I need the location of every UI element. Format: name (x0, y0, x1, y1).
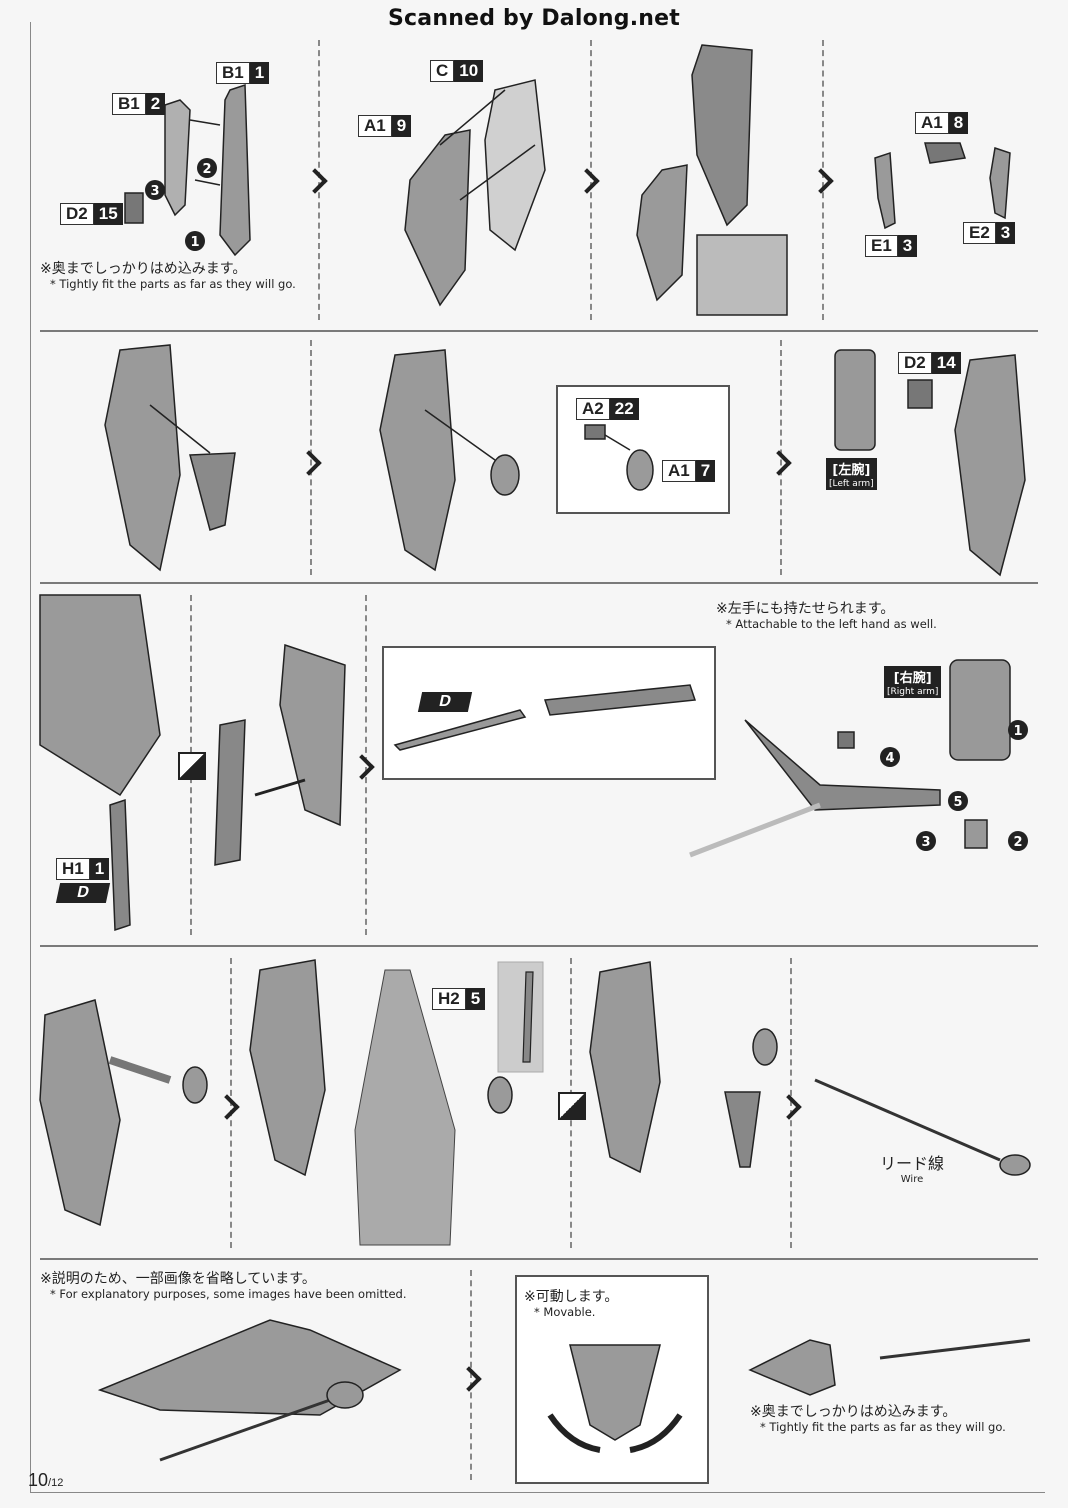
shield-frame-illustration (404, 79, 546, 307)
step-divider (780, 340, 782, 575)
clip-parts-illustration (874, 142, 1011, 230)
step-divider (310, 340, 312, 575)
step-divider (822, 40, 824, 320)
step-2-icon: 2 (1013, 835, 1022, 850)
section-divider (40, 945, 1038, 947)
page-frame (30, 22, 1045, 1493)
wire-illustration (814, 1078, 1031, 1176)
shield-side-illustration (39, 999, 208, 1227)
arm-shield-illustration (834, 349, 1026, 577)
detail-parts-illustration (584, 424, 654, 491)
step-divider (365, 595, 367, 935)
step-3-icon: 3 (921, 835, 930, 850)
step-divider (790, 958, 792, 1248)
movable-note: ※可動します。 * Movable. (524, 1289, 619, 1320)
step-divider (470, 1270, 472, 1480)
shield-detach-illustration (589, 961, 778, 1174)
shield-with-part-illustration (104, 344, 236, 572)
left-arm-label: [左腕] [Left arm] (826, 458, 877, 490)
shield-cloth-illustration (249, 959, 513, 1246)
tight-fit-note: ※奥までしっかりはめ込みます。 * Tightly fit the parts … (750, 1404, 1006, 1435)
step-5-icon: 5 (953, 795, 962, 810)
page-number: 10/12 (28, 1470, 64, 1490)
step-4-icon: 4 (885, 751, 894, 766)
shield-with-part-illustration (379, 349, 520, 572)
cloth-part-illustration (497, 961, 544, 1073)
scan-watermark: Scanned by Dalong.net (388, 6, 680, 31)
section-divider (40, 330, 1038, 332)
movable-part-illustration (547, 1344, 683, 1453)
connector-wire-illustration (748, 1338, 1031, 1396)
rail-parts-illustration (124, 83, 251, 257)
beam-part-d-tag: D (55, 883, 111, 903)
omitted-note: ※説明のため、一部画像を省略しています。 * For explanatory p… (40, 1271, 407, 1302)
wire-label: リード線 Wire (880, 1154, 945, 1185)
right-arm-label: [右腕] [Right arm] (884, 666, 942, 698)
tight-fit-note: ※奥までしっかりはめ込みます。 * Tightly fit the parts … (40, 261, 296, 292)
step-1-icon: 1 (190, 235, 199, 250)
hand-beam-illustration: 4 5 3 2 1 (689, 659, 1028, 858)
beam-saber-illustration (393, 684, 697, 751)
section-divider (40, 582, 1038, 584)
mount-illustration (214, 643, 346, 866)
swap-icon (558, 1092, 586, 1120)
step-divider (590, 40, 592, 320)
step-divider (318, 40, 320, 320)
swap-icon (178, 752, 206, 780)
step-1-icon: 1 (1013, 724, 1022, 739)
section-divider (40, 1258, 1038, 1260)
step-2-icon: 2 (202, 162, 211, 177)
shield-rear-illustration (39, 594, 161, 932)
step-number-icons: 3 2 1 (145, 158, 217, 251)
left-hand-note: ※左手にも持たせられます。 * Attachable to the left h… (716, 601, 937, 632)
step-3-icon: 3 (150, 184, 159, 199)
shield-assembly-illustration (636, 44, 788, 316)
shield-wire-illustration (97, 1319, 402, 1462)
step-divider (230, 958, 232, 1248)
